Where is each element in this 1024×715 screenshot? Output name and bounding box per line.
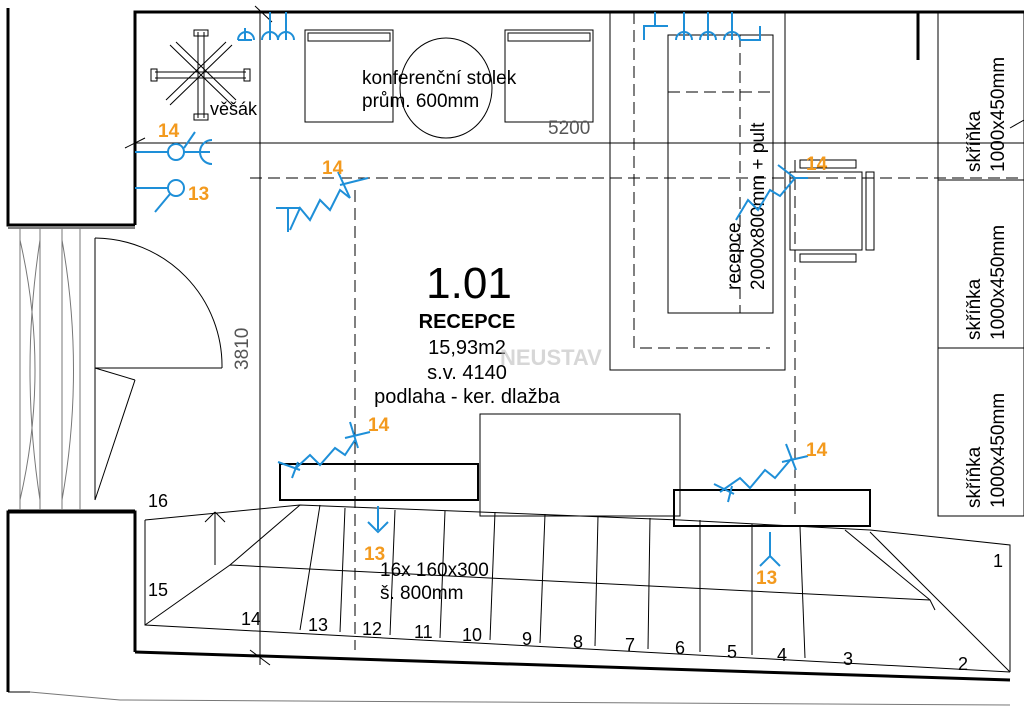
coffee-table-label-2: prům. 600mm xyxy=(362,91,479,112)
staircase xyxy=(144,504,1011,673)
stair-step-13: 13 xyxy=(308,615,328,635)
room-name: RECEPCE xyxy=(419,311,516,333)
outlet-tag-14-left: 14 xyxy=(158,121,180,142)
stair-step-1: 1 xyxy=(993,551,1003,571)
stair-step-11: 11 xyxy=(414,622,433,642)
stair-step-9: 9 xyxy=(522,629,532,649)
watermark: NEUSTAV xyxy=(500,345,602,370)
stair-step-4: 4 xyxy=(777,645,787,665)
outlet-tag-14-lower-left: 14 xyxy=(368,415,390,436)
cabinet-2-size: 1000x450mm xyxy=(988,225,1009,340)
stair-spec-2: š. 800mm xyxy=(380,583,463,604)
coat-rack xyxy=(150,29,251,121)
cabinet-1-size: 1000x450mm xyxy=(988,57,1009,172)
stair-step-5: 5 xyxy=(727,642,737,662)
outlet-tag-13-stair: 13 xyxy=(364,544,385,565)
stair-step-2: 2 xyxy=(958,654,968,674)
reception-label-1: recepce xyxy=(724,222,745,290)
stair-step-12: 12 xyxy=(362,619,382,639)
walls xyxy=(6,8,1024,706)
room-height: s.v. 4140 xyxy=(427,362,507,384)
outlet-tag-14-upper: 14 xyxy=(322,158,344,179)
stair-step-15: 15 xyxy=(148,580,168,600)
coat-rack-label: věšák xyxy=(210,99,258,119)
outlet-symbols xyxy=(135,12,809,567)
room-floor: podlaha - ker. dlažba xyxy=(374,386,561,408)
stair-landing xyxy=(279,413,871,527)
outlet-tag-14-chair: 14 xyxy=(806,154,828,175)
cabinet-1-label: skříňka xyxy=(964,110,985,172)
room-number: 1.01 xyxy=(426,259,512,308)
cabinet-2-label: skříňka xyxy=(964,278,985,340)
lounge-furniture xyxy=(304,29,594,139)
stair-step-6: 6 xyxy=(675,638,685,658)
stair-step-7: 7 xyxy=(625,635,635,655)
room-area: 15,93m2 xyxy=(428,337,506,359)
grid-lines xyxy=(124,5,1024,666)
cabinet-3-size: 1000x450mm xyxy=(988,393,1009,508)
outlet-tag-14-right: 14 xyxy=(806,440,828,461)
stair-step-3: 3 xyxy=(843,649,853,669)
dimension-depth: 3810 xyxy=(232,328,253,370)
stair-step-10: 10 xyxy=(462,625,482,645)
dimension-width: 5200 xyxy=(548,118,590,139)
reception-label-2: 2000x800mm + pult xyxy=(748,122,769,290)
stair-step-14: 14 xyxy=(241,609,261,629)
cabinets xyxy=(937,11,1024,517)
outlet-tag-13-left: 13 xyxy=(188,184,209,205)
cabinet-3-label: skříňka xyxy=(964,446,985,508)
outlet-tag-13-right: 13 xyxy=(756,568,777,589)
stair-step-16: 16 xyxy=(148,491,168,511)
reception-desk xyxy=(609,12,786,371)
desk-chair xyxy=(789,159,875,263)
stair-spec-1: 16x 160x300 xyxy=(380,560,489,581)
stair-step-8: 8 xyxy=(573,632,583,652)
entrance-door xyxy=(8,227,223,511)
coffee-table-label-1: konferenční stolek xyxy=(362,68,517,89)
